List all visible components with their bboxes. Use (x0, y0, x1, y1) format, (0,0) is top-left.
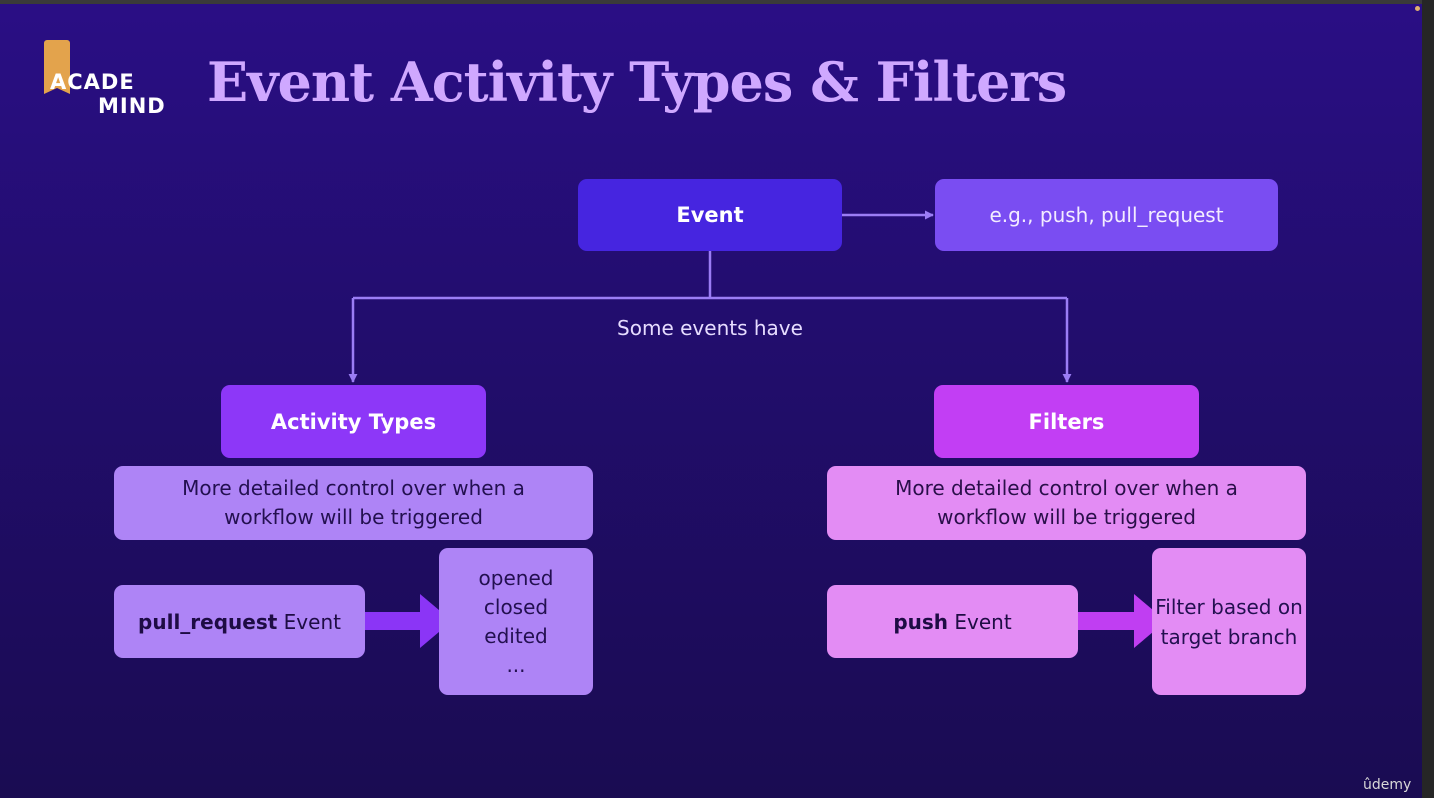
activity-types-description: More detailed control over when a workfl… (114, 466, 593, 540)
push-to-filter-arrow (1066, 594, 1166, 648)
filters-description: More detailed control over when a workfl… (827, 466, 1306, 540)
push-event-suffix: Event (948, 609, 1012, 634)
activity-type-item: ... (506, 652, 526, 677)
event-node: Event (578, 179, 842, 251)
activity-types-node: Activity Types (221, 385, 486, 458)
event-examples-node: e.g., push, pull_request (935, 179, 1278, 251)
push-keyword: push (893, 609, 949, 634)
activity-type-item: opened (478, 565, 554, 590)
filter-detail-node: Filter based on target branch (1152, 548, 1306, 695)
activity-type-item: edited (484, 623, 548, 648)
slide-title: Event Activity Types & Filters (207, 50, 1067, 114)
activity-type-item: closed (483, 594, 549, 619)
indicator-dot (1415, 6, 1420, 11)
filters-node: Filters (934, 385, 1199, 458)
window-top-border (0, 0, 1434, 4)
logo-text-line1: ACADE (50, 70, 135, 94)
logo-flag-icon (44, 40, 70, 94)
pull-request-event-node: pull_request Event (114, 585, 365, 658)
push-event-node: push Event (827, 585, 1078, 658)
pull-request-event-suffix: Event (277, 609, 341, 634)
branch-label: Some events have (617, 316, 803, 340)
pull-request-to-activities-arrow (353, 594, 452, 648)
window-right-border (1422, 0, 1434, 798)
udemy-watermark: ûdemy (1363, 777, 1412, 793)
logo-text-line2: MIND (98, 94, 166, 118)
pull-request-keyword: pull_request (138, 609, 278, 634)
activity-types-list: opened closed edited ... (439, 548, 593, 695)
academind-logo: ACADE MIND (36, 40, 171, 120)
